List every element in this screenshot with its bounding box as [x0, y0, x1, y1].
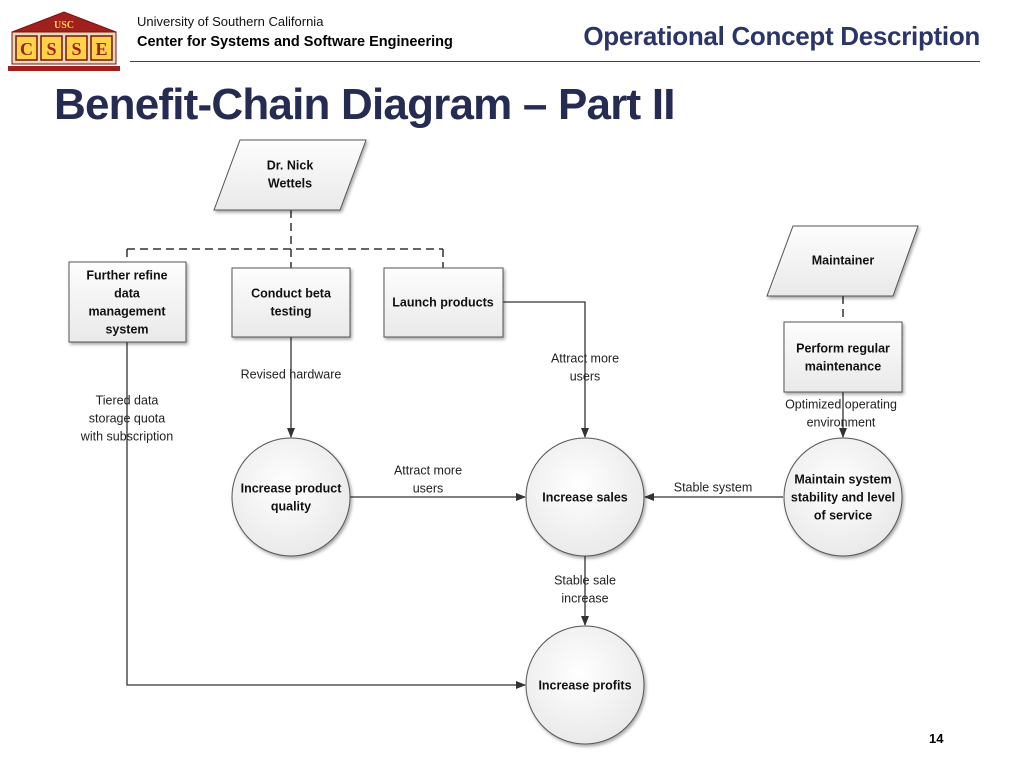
- node-maintainer-shape: [766, 225, 919, 297]
- arrow-refine-to-profits: [126, 342, 526, 689]
- section-title: Operational Concept Description: [583, 21, 980, 51]
- node-increase-sales-shape: [525, 437, 645, 557]
- page-number: 14: [929, 731, 944, 746]
- node-nick-wettels-shape: [213, 139, 367, 211]
- arrow-launch-to-sales: [503, 301, 589, 438]
- node-system-stability-shape: [783, 437, 903, 557]
- center-name: Center for Systems and Software Engineer…: [137, 34, 453, 50]
- node-refine-data-shape: [68, 261, 187, 343]
- node-maintainer-label: Maintainer: [812, 254, 875, 268]
- node-beta-testing-shape: [231, 267, 351, 338]
- node-launch-products-label: Launch products: [392, 296, 493, 310]
- edge-stable-system-label: Stable system: [674, 481, 753, 495]
- node-launch-products-shape: [383, 267, 504, 338]
- arrow-connectors: [126, 301, 847, 689]
- edge-revised-hardware-label: Revised hardware: [241, 368, 342, 382]
- node-regular-maintenance-shape: [783, 321, 903, 393]
- dashed-connectors: [126, 210, 844, 322]
- logo-usc-text: USC: [54, 20, 74, 31]
- university-name: University of Southern California: [137, 14, 324, 29]
- node-increase-sales-label: Increase sales: [542, 491, 628, 505]
- node-increase-profits-label: Increase profits: [538, 679, 631, 693]
- slide-title: Benefit-Chain Diagram – Part II: [54, 80, 675, 129]
- header-divider: [130, 61, 980, 62]
- node-product-quality-shape: [231, 437, 351, 557]
- node-increase-profits-shape: [525, 625, 645, 745]
